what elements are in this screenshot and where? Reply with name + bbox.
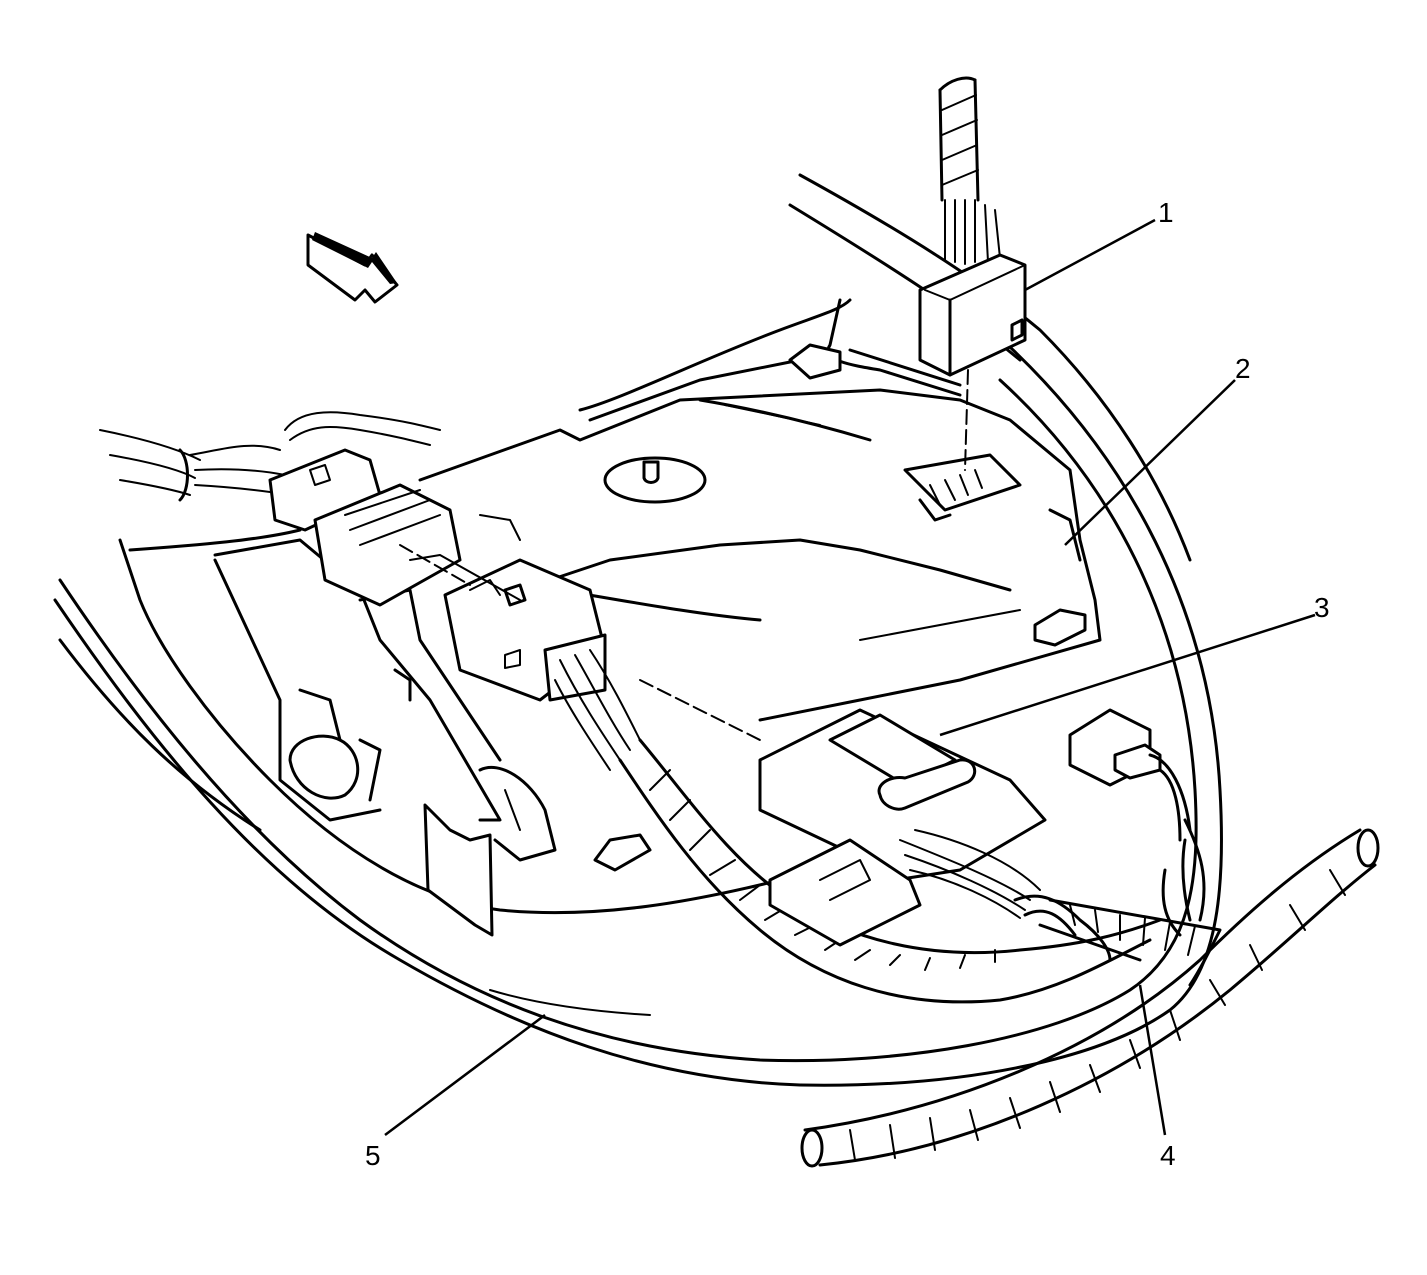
- callout-4: 4: [1160, 1140, 1176, 1171]
- mount-bracket: [213, 538, 652, 937]
- callout-2: 2: [1235, 353, 1251, 384]
- crossing-harness: [800, 818, 1380, 1168]
- side-connector: [1068, 708, 1192, 842]
- top-connector-assembly: [918, 76, 1027, 471]
- left-connector-assembly: [99, 411, 641, 771]
- console-tray: [118, 298, 1102, 915]
- alignment-lines: [399, 544, 761, 741]
- callout-3: 3: [1314, 592, 1330, 623]
- callout-1: 1: [1158, 197, 1174, 228]
- callout-leaders: [384, 218, 1316, 1136]
- direction-arrow-icon: [306, 232, 399, 304]
- callout-5: 5: [365, 1140, 381, 1171]
- right-connector-assembly: [758, 708, 1222, 987]
